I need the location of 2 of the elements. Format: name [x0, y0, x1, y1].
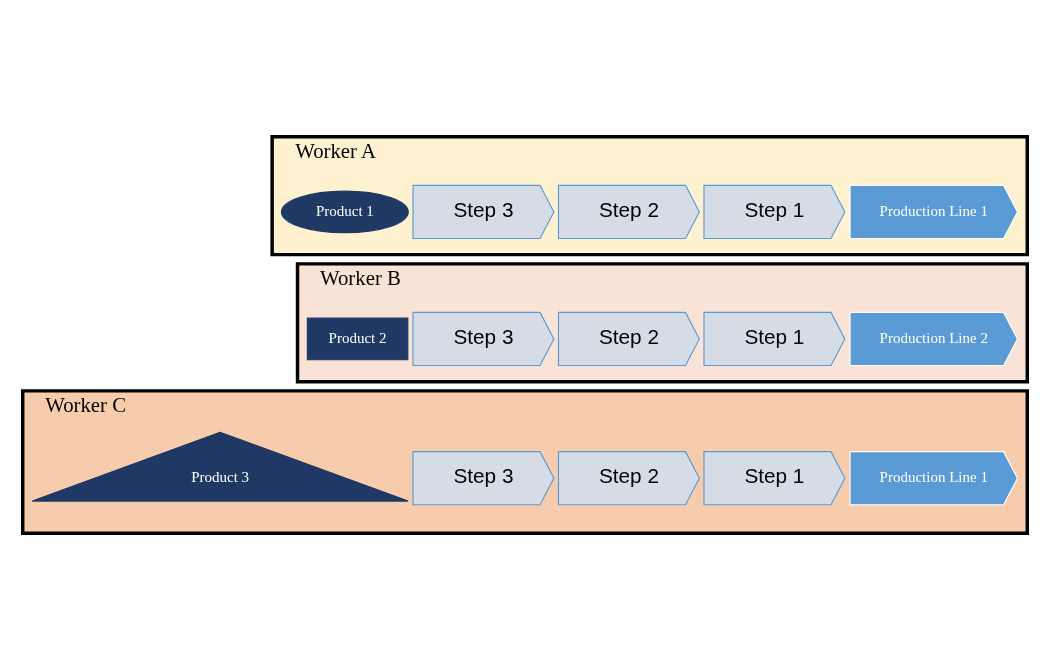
node-ellipse: Product 1 [280, 190, 409, 234]
node-box: Product 2 [306, 317, 409, 361]
